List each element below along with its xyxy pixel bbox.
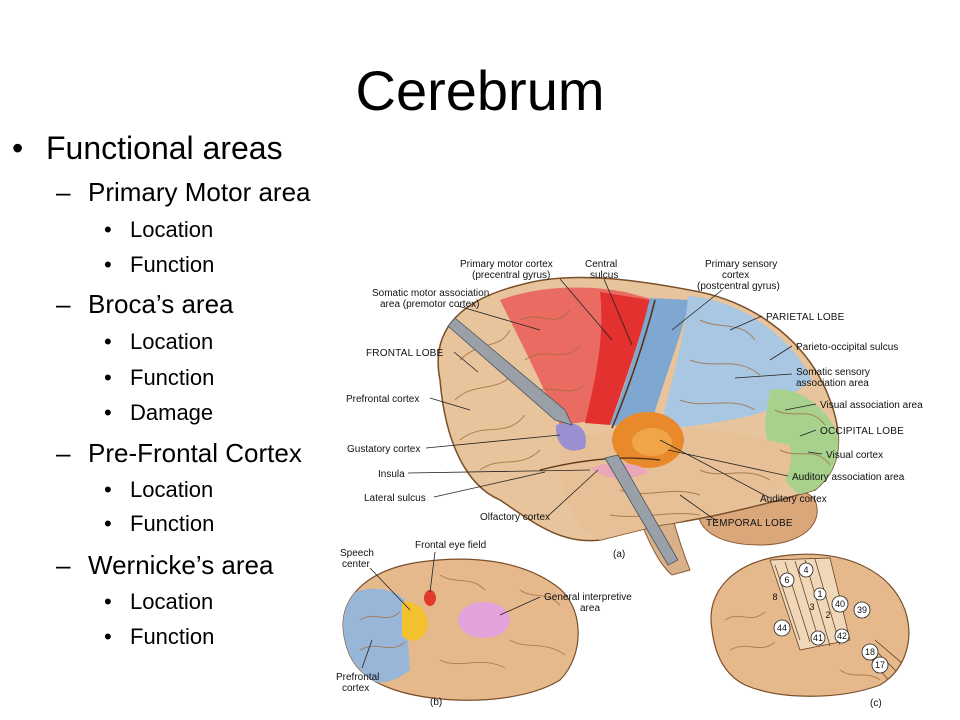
item-label: Location [130,589,214,614]
item-broca-damage: • Damage [104,399,213,427]
item-broca-function: • Function [104,364,214,392]
section-primary-motor: –Primary Motor area [56,176,311,208]
bullet-mark: • [104,252,112,277]
bullet-mark: • [104,477,112,502]
bullet-mark: • [104,624,112,649]
item-label: Function [130,365,215,390]
section-label: Pre-Frontal Cortex [88,438,302,468]
item-label: Location [130,329,214,354]
item-broca-location: • Location [104,328,213,356]
section-broca: –Broca’s area [56,288,234,320]
bullet-mark: • [104,365,112,390]
item-label: Location [130,477,214,502]
bullet-functional-areas: • Functional areas [12,128,283,168]
section-prefrontal: –Pre-Frontal Cortex [56,437,302,469]
section-label: Broca’s area [88,289,234,319]
item-label: Function [130,252,215,277]
bullet-mark: • [104,400,112,425]
bullet-mark: • [104,217,112,242]
section-label: Primary Motor area [88,177,311,207]
bullet-mark: • [12,130,24,166]
item-label: Damage [130,400,214,425]
item-prefrontal-function: • Function [104,510,214,538]
bullet-mark: • [104,329,112,354]
item-label: Location [130,217,214,242]
dash-mark: – [56,177,71,207]
section-wernicke: –Wernicke’s area [56,549,273,581]
dash-mark: – [56,438,71,468]
item-wernicke-function: • Function [104,623,214,651]
section-label: Wernicke’s area [88,550,274,580]
item-label: Function [130,511,215,536]
dash-mark: – [56,289,71,319]
slide-title: Cerebrum [355,59,605,122]
item-motor-function: • Function [104,251,214,279]
item-label: Function [130,624,215,649]
bullet-mark: • [104,511,112,536]
bullet-mark: • [104,589,112,614]
item-wernicke-location: • Location [104,588,213,616]
item-motor-location: • Location [104,216,213,244]
dash-mark: – [56,550,71,580]
bullet-text: Functional areas [46,130,283,166]
item-prefrontal-location: • Location [104,476,213,504]
